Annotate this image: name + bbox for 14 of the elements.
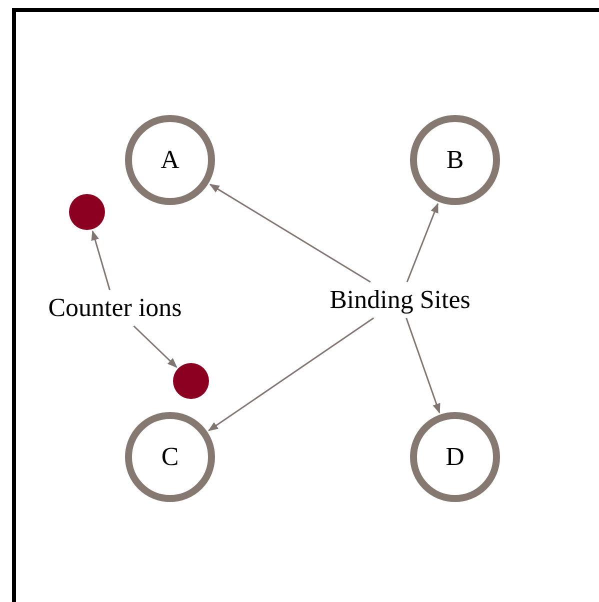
arrow: [406, 318, 440, 414]
arrow: [133, 325, 178, 368]
ion-dot: [69, 194, 105, 230]
arrow: [208, 317, 374, 432]
site-circle: A: [125, 115, 215, 205]
arrow: [209, 184, 371, 283]
site-circle: D: [410, 412, 500, 502]
node-label: Counter ions: [31, 290, 199, 326]
node-label: Binding Sites: [311, 282, 489, 318]
site-circle: B: [410, 115, 500, 205]
ion-dot: [173, 363, 209, 399]
arrow: [406, 202, 439, 282]
arrow: [91, 230, 110, 290]
site-circle: C: [125, 412, 215, 502]
